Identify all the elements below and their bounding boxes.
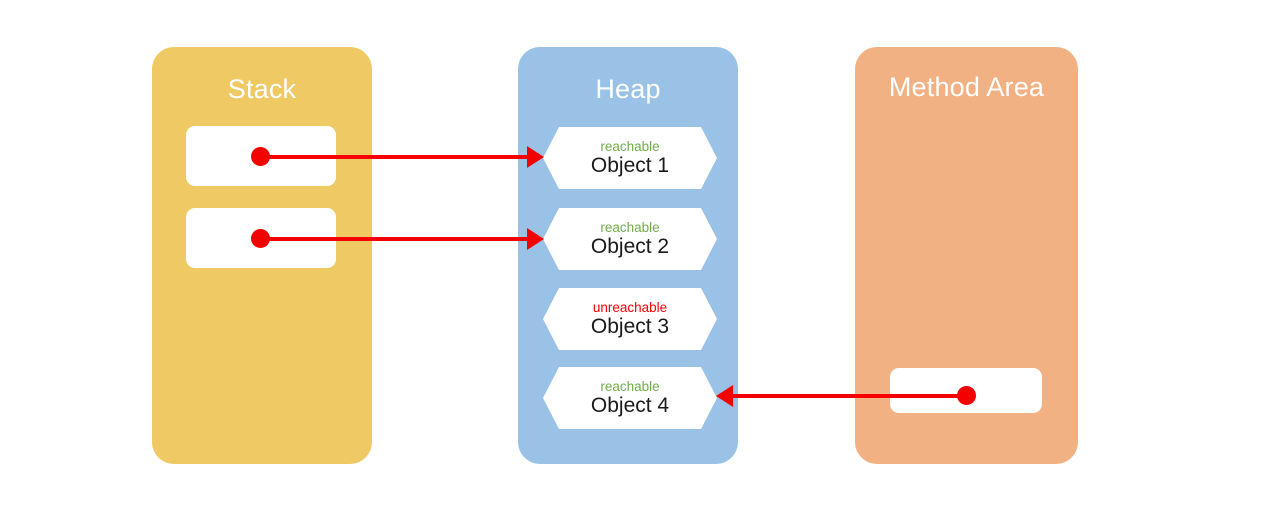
heap-object-1-state: reachable xyxy=(600,138,660,154)
heap-object-4-name: Object 4 xyxy=(590,394,670,418)
heap-object-2-state: reachable xyxy=(600,219,660,235)
heap-object-4: reachable Object 4 xyxy=(543,367,717,429)
heap-object-1: reachable Object 1 xyxy=(543,127,717,189)
heap-object-1-name: Object 1 xyxy=(590,154,670,178)
arrow-stack-2-head-icon xyxy=(527,227,544,250)
heap-object-2-name: Object 2 xyxy=(590,235,670,259)
heap-object-3-state: unreachable xyxy=(592,299,668,315)
panel-heap-title: Heap xyxy=(595,74,661,104)
heap-object-3-name: Object 3 xyxy=(590,315,670,339)
heap-object-3: unreachable Object 3 xyxy=(543,288,717,350)
arrow-method-area-head-icon xyxy=(716,384,733,407)
arrow-method-area-origin-dot xyxy=(957,386,976,405)
arrow-stack-1-head-icon xyxy=(527,145,544,168)
panel-heap: Heap reachable Object 1 reachable Object… xyxy=(518,47,738,464)
arrow-stack-2-line xyxy=(260,236,527,241)
arrow-method-area-line xyxy=(733,393,966,398)
panel-method-area-title: Method Area xyxy=(888,72,1045,102)
heap-object-2: reachable Object 2 xyxy=(543,208,717,270)
panel-stack-title: Stack xyxy=(227,74,297,104)
arrow-stack-1-line xyxy=(260,154,527,159)
heap-object-4-state: reachable xyxy=(600,378,660,394)
panel-stack: Stack xyxy=(152,47,372,464)
